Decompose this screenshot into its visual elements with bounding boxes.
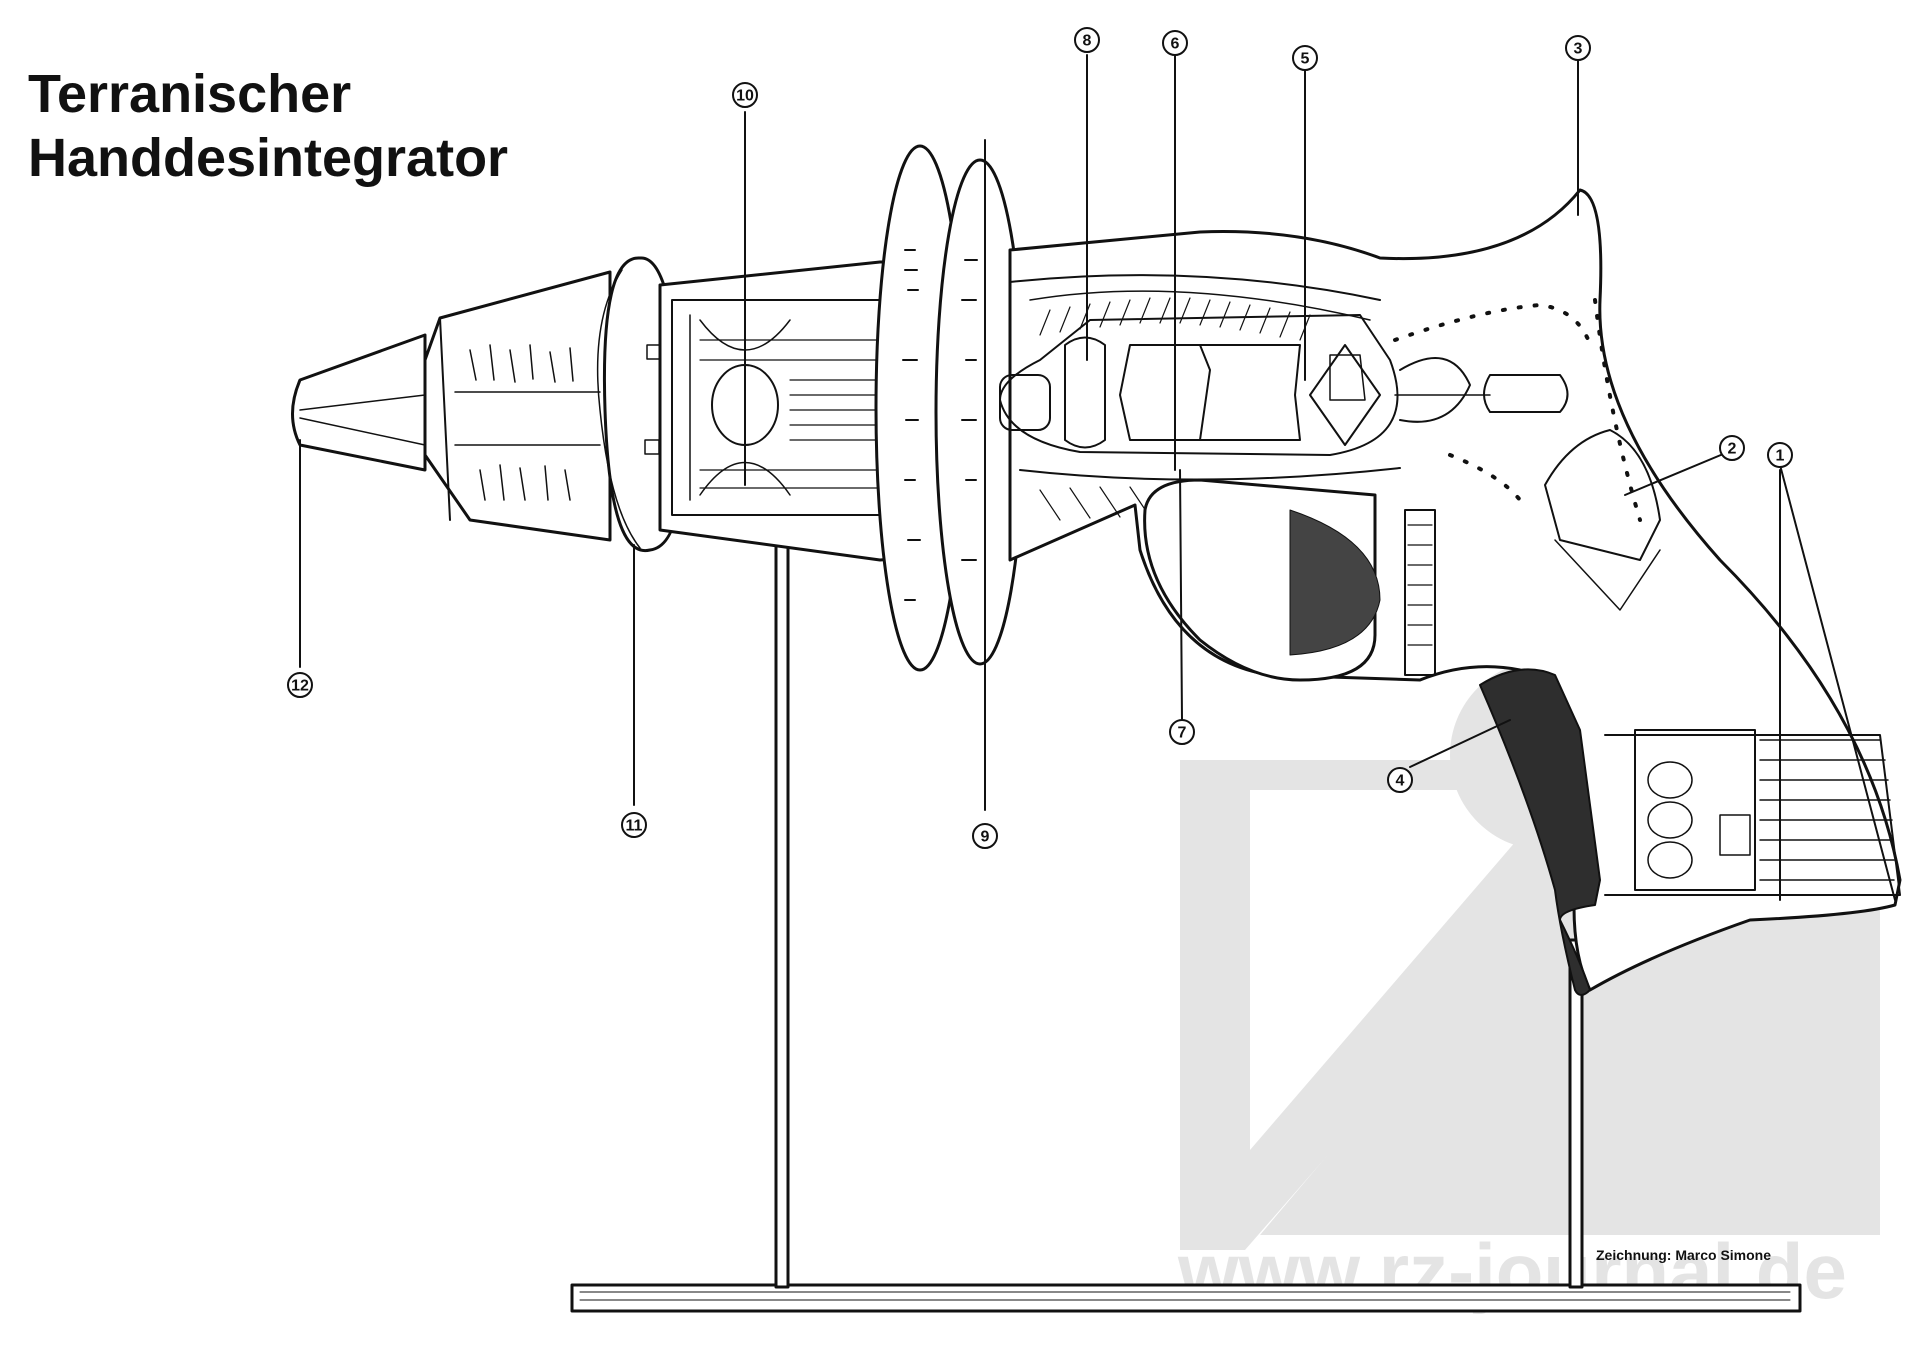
callout-10: 10 <box>736 88 754 105</box>
callout-leaders <box>299 54 1781 901</box>
emitter-tip <box>291 333 427 472</box>
callout-6: 6 <box>1171 36 1180 53</box>
callout-7: 7 <box>1178 725 1187 742</box>
callout-2: 2 <box>1728 441 1737 458</box>
callout-1: 1 <box>1776 448 1785 465</box>
grip-handle <box>1479 668 1601 996</box>
display-stand <box>570 543 1802 1313</box>
drawing-credit: Zeichnung: Marco Simone <box>1596 1247 1772 1263</box>
callout-12: 12 <box>291 678 309 695</box>
focusing-cone <box>423 270 612 542</box>
trigger-guard <box>1143 478 1436 682</box>
callout-5: 5 <box>1301 51 1310 68</box>
callout-9: 9 <box>981 829 990 846</box>
main-housing <box>999 188 1902 992</box>
barrel-chamber <box>658 260 907 562</box>
callout-markers <box>287 27 1793 849</box>
callout-8: 8 <box>1083 33 1092 50</box>
callout-11: 11 <box>626 818 643 835</box>
cooling-discs <box>874 144 1026 672</box>
diagram-title: Terranischer Handdesintegrator <box>28 62 508 190</box>
callout-4: 4 <box>1396 773 1405 790</box>
title-line-1: Terranischer <box>28 64 352 124</box>
callout-numbers: 1 2 3 4 5 6 7 8 9 10 11 12 <box>291 33 1784 846</box>
callout-3: 3 <box>1574 41 1583 58</box>
title-line-2: Handdesintegrator <box>28 128 509 188</box>
